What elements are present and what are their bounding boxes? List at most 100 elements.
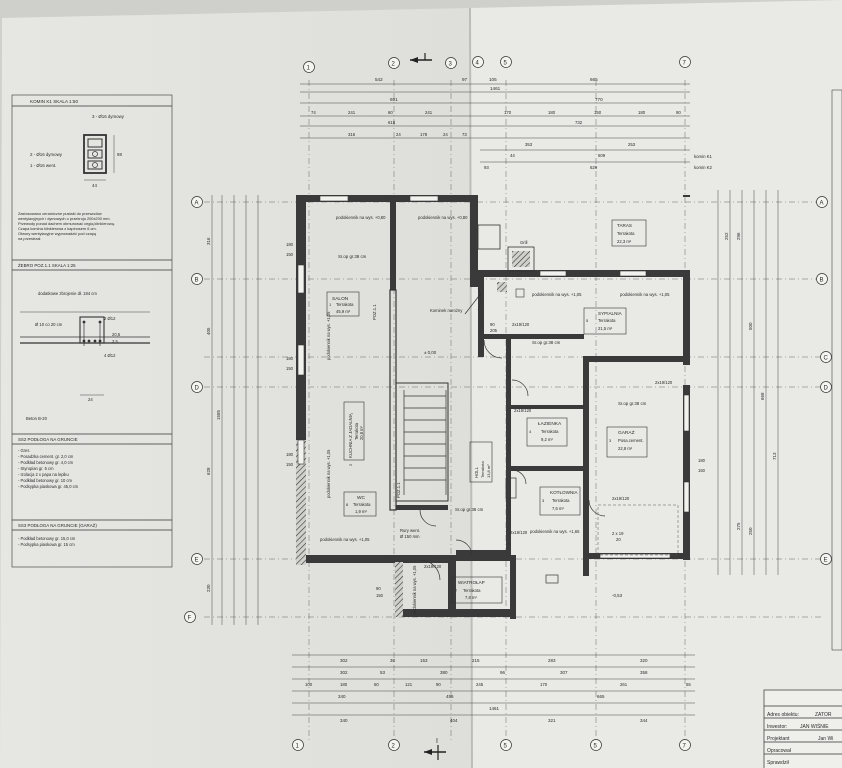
grid-col-7-bottom: 7 bbox=[683, 744, 687, 750]
komin-note: Zastosowano ceramiczne pustaki do przewo… bbox=[18, 211, 115, 241]
grid-bubbles: 1 2 3 4 5 7 1 2 5 5 7 A B D E F A B C D … bbox=[184, 56, 832, 751]
left-detail-panel: KOMIN K1 SKALA 1:50 3 - Ø16 dymowy 2 - Ø… bbox=[11, 94, 173, 568]
win-dim-8: 150 bbox=[376, 593, 384, 598]
dim-bot4-a: 340 bbox=[338, 694, 346, 699]
ss3-title: SS3 PODŁOGA NA GRUNCIE (GARAŻ) bbox=[18, 523, 97, 528]
dim-bot1-f: 320 bbox=[640, 658, 648, 663]
room-sypialnia: SYPIALNIA 5 Terrakota 21,5 m² bbox=[583, 307, 627, 335]
room-sypialnia-mat: Terrakota bbox=[598, 318, 616, 323]
door-dim-7: 2 x 19 bbox=[612, 531, 624, 536]
room-taras-area: 22,3 m² bbox=[617, 239, 632, 244]
win-dim-5: 180 bbox=[286, 452, 294, 457]
dim-top6-a: 316 bbox=[348, 132, 356, 137]
room-hol-mat: Terrakota bbox=[480, 461, 485, 478]
grid-col-1-top: 1 bbox=[307, 66, 311, 72]
dim-top4-a: 74 bbox=[311, 110, 316, 115]
komin-dim-h: 98 bbox=[117, 152, 122, 157]
svg-text:na przestrzał.: na przestrzał. bbox=[18, 236, 41, 241]
dim-top4-d: 241 bbox=[425, 110, 433, 115]
sill-note-1: podokiennik na wys. +0,80 bbox=[336, 215, 386, 220]
sill-note-4: podokiennik na wys. +1,05 bbox=[620, 292, 670, 297]
room-kotlownia: KOTŁOWNIA 3 Terrakota 7,6 m² bbox=[539, 486, 581, 516]
dimension-chains-top: 542 97 105 665 1461 691 770 74 241 60 24… bbox=[300, 77, 713, 170]
dim-left-d: 628 bbox=[206, 467, 211, 475]
door-dim-4: 2x19/120 bbox=[655, 380, 673, 385]
room-wc-num: 8 bbox=[346, 502, 349, 507]
dim-bot6-d: 344 bbox=[640, 718, 648, 723]
dim-right-e: 713 bbox=[772, 452, 777, 460]
svg-text:- Styropian gr. 5 cm: - Styropian gr. 5 cm bbox=[18, 466, 54, 471]
room-hol: HOLL Terrakota 13,8 m² bbox=[469, 441, 493, 483]
dim-bot2-c: 380 bbox=[440, 670, 448, 675]
dim-top1-c: 105 bbox=[489, 77, 497, 82]
grid-col-1-bottom: 1 bbox=[296, 744, 300, 750]
door-dim-3: 2x19/120 bbox=[612, 496, 630, 501]
dim-top5-a: 615 bbox=[388, 120, 396, 125]
grid-col-3-top: 3 bbox=[449, 62, 453, 68]
komin-label-1: 1 - Ø16 went. bbox=[30, 163, 56, 168]
room-wiatrolap: WIATROŁAP 7 Terrakota 7,8 m² bbox=[451, 576, 503, 604]
dim-bot1-c: 153 bbox=[420, 658, 428, 663]
komin-dim-w: 44 bbox=[92, 183, 97, 188]
dim-top6-f: 353 bbox=[525, 142, 533, 147]
door-dim-1a: 90 bbox=[490, 322, 495, 327]
zebro-dim-width: 24 bbox=[88, 397, 93, 402]
dim-top7-b: 609 bbox=[598, 153, 606, 158]
sill-note-5: podokiennik na wys. +1,05 bbox=[320, 537, 370, 542]
grid-col-5-top: 5 bbox=[504, 61, 508, 67]
room-taras-mat: Terrakota bbox=[617, 231, 635, 236]
level-garage: -0,53 bbox=[612, 593, 623, 598]
kominek-label: Kominek narożny bbox=[430, 308, 463, 313]
room-kotlownia-area: 7,6 m² bbox=[552, 506, 564, 511]
grid-row-e-left: E bbox=[195, 558, 199, 564]
title-block: Adres obiektu: ZATOR Inwestor: JAN WIŚNI… bbox=[763, 689, 842, 768]
sill-note-9: podokiennik na wys. +1,65 bbox=[530, 529, 580, 534]
room-garaz-num: 3 bbox=[609, 438, 612, 443]
win-dim-9: 180 bbox=[698, 458, 706, 463]
dim-top4-f: 180 bbox=[548, 110, 556, 115]
dim-top3-a: 691 bbox=[390, 97, 398, 102]
room-kuchnia-mat: Terrakota bbox=[354, 422, 359, 440]
title-address-label: Adres obiektu: bbox=[767, 712, 799, 718]
grid-col-4-top: 4 bbox=[476, 61, 480, 67]
dim-bot6-b: 404 bbox=[450, 718, 458, 723]
svg-text:- Podkład betonowy gr. 10 cm: - Podkład betonowy gr. 10 cm bbox=[18, 478, 73, 483]
grid-col-7-top: 7 bbox=[683, 61, 687, 67]
dim-bot2-d: 96 bbox=[500, 670, 506, 675]
dim-top4-h: 180 bbox=[638, 110, 646, 115]
ss3-layer-2: - Podsypka piaskowa gr. 15 cm bbox=[18, 542, 75, 547]
dim-bot3-c: 60 bbox=[374, 682, 379, 687]
room-garaz: GARAŻ 3 Posa.cement. 22,8 m² bbox=[606, 426, 648, 458]
dim-top4-c: 60 bbox=[388, 110, 393, 115]
room-kuchnia-area: 20,8 m² bbox=[359, 425, 364, 440]
dim-left-b: 405 bbox=[206, 327, 211, 335]
grid-row-a-left: A bbox=[195, 201, 199, 207]
komin-k1-label: komin K1 bbox=[694, 154, 713, 159]
room-salon-area: 45,9 m² bbox=[336, 309, 351, 314]
room-wiatrolap-name: WIATROŁAP bbox=[458, 580, 485, 585]
dim-bot4-c: 665 bbox=[597, 694, 605, 699]
zebro-label-top: 2 Ø12 bbox=[104, 316, 116, 321]
room-sypialnia-name: SYPIALNIA bbox=[598, 311, 623, 316]
dim-top4-i: 90 bbox=[676, 110, 681, 115]
dim-top2: 1461 bbox=[490, 86, 501, 91]
title-address-value: ZATOR bbox=[815, 712, 832, 718]
svg-text:Przewody ponad dachem obmurowa: Przewody ponad dachem obmurować cegłą kl… bbox=[18, 221, 115, 226]
dim-right-c: 500 bbox=[748, 322, 753, 330]
svg-text:- Izolacja 2 x papa na lepiku: - Izolacja 2 x papa na lepiku bbox=[18, 472, 69, 477]
dim-top5-b: 732 bbox=[575, 120, 583, 125]
dim-top1-a: 542 bbox=[375, 77, 383, 82]
room-taras: TARAS Terrakota 22,3 m² bbox=[611, 219, 647, 247]
dim-top6-d: 24 bbox=[443, 132, 448, 137]
dim-top4-b: 241 bbox=[348, 110, 356, 115]
sill-note-8: podokiennik na wys. +1,05 bbox=[412, 565, 417, 614]
komin-label-3: 3 - Ø16 dymowy bbox=[92, 114, 125, 119]
room-lazienka: ŁAZIENKA 4 Terrakota 9,2 m² bbox=[526, 417, 568, 447]
room-hol-name: HOLL bbox=[474, 466, 479, 478]
dim-top1-b: 97 bbox=[462, 77, 468, 82]
ss3-layer-1: - Podkład betonowy gr. 15,0 cm bbox=[18, 536, 76, 541]
ss2-title: SS2 PODŁOGA NA GRUNCIE bbox=[18, 437, 78, 442]
room-kotlownia-name: KOTŁOWNIA bbox=[550, 490, 579, 495]
room-hol-area: 13,8 m² bbox=[486, 464, 491, 478]
beam-label-1: POZ.1.1 bbox=[372, 304, 377, 320]
